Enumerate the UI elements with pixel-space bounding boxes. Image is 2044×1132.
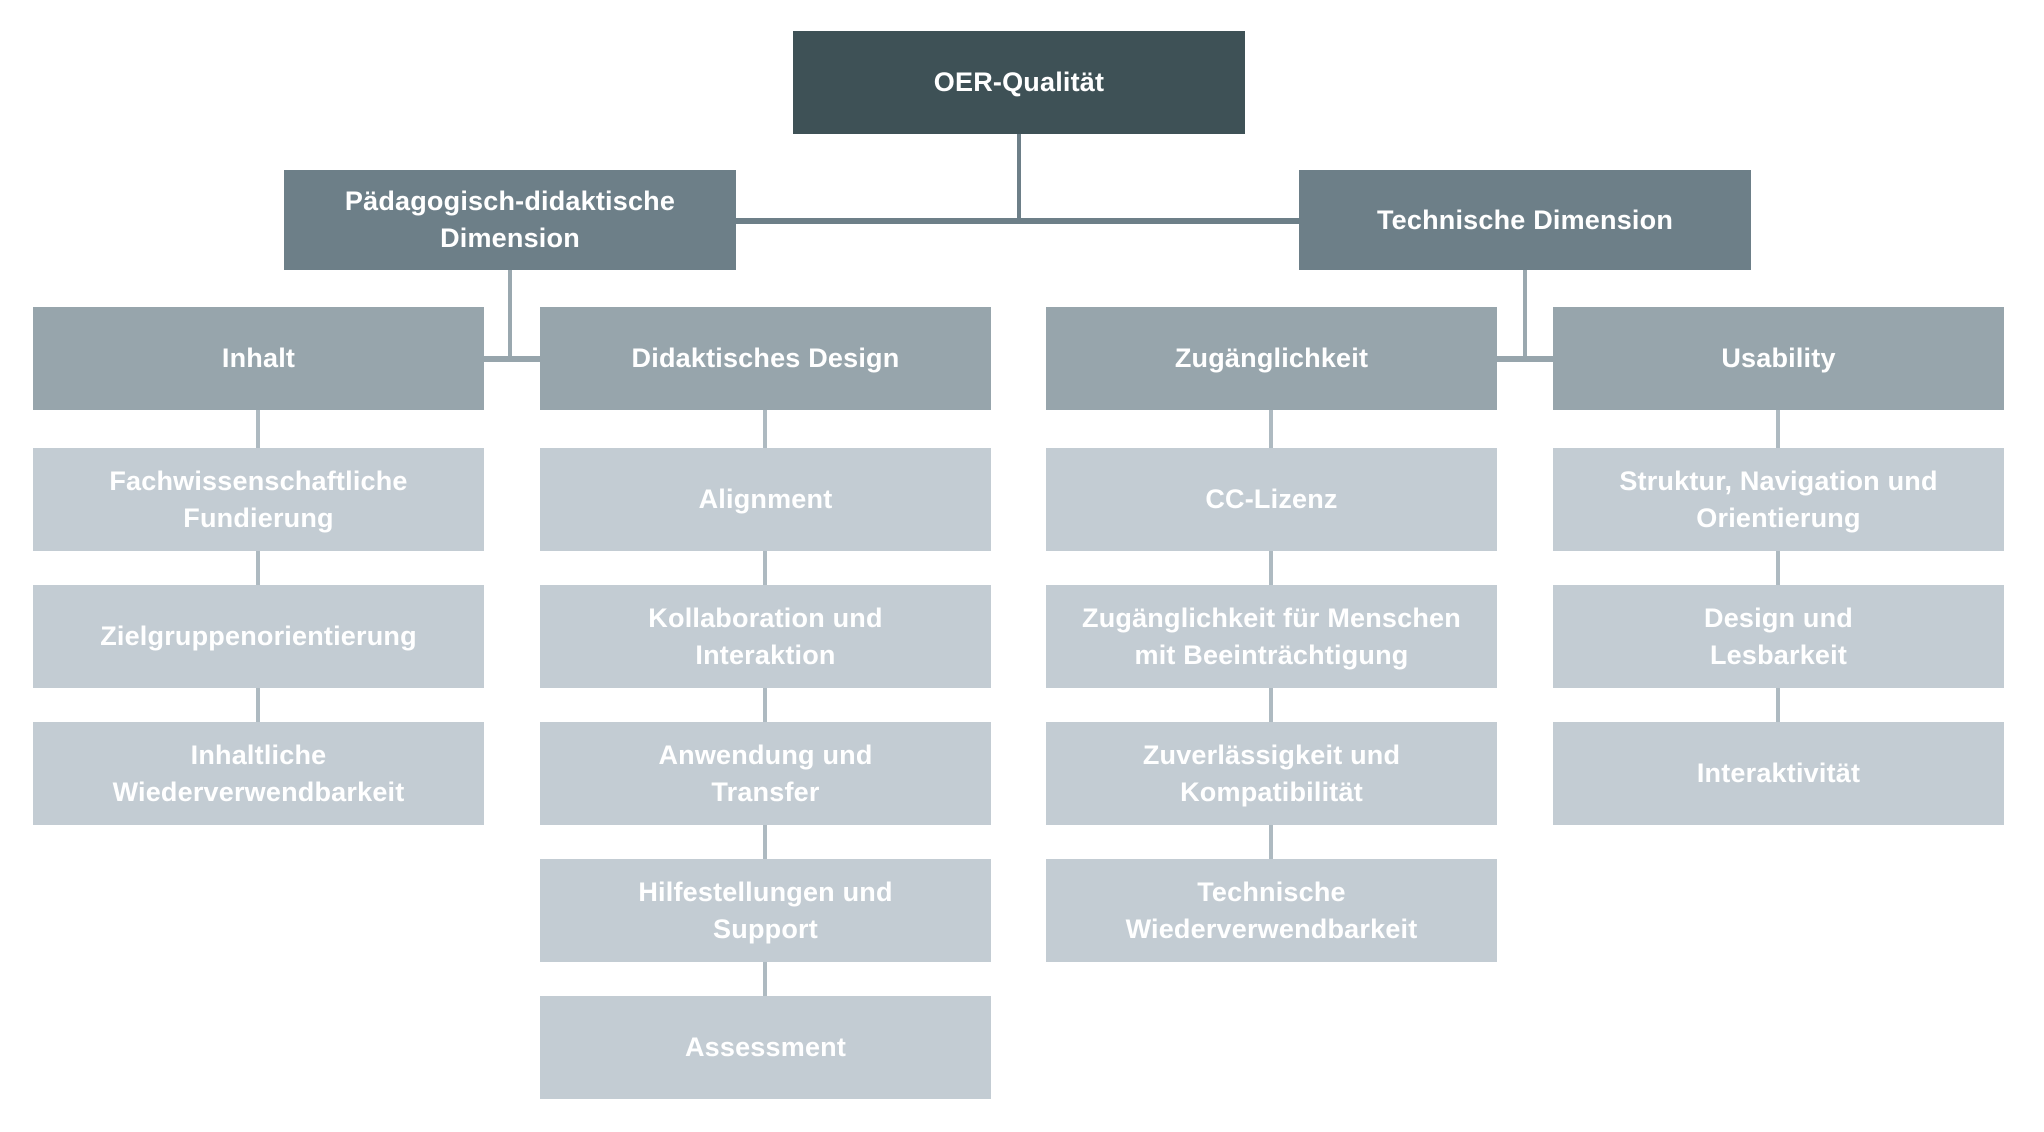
item-zugaenglichkeit-fuer-menschen: Zugänglichkeit für Menschen mit Beeinträ… (1046, 585, 1497, 688)
connector-technisch-vertical (1523, 270, 1527, 360)
item-struktur-navigation-orientierung: Struktur, Navigation und Orientierung (1553, 448, 2004, 551)
connector-stub (763, 410, 767, 448)
category-box-didaktisches-design: Didaktisches Design (540, 307, 991, 410)
item-fachwissenschaftliche-fundierung: Fachwissenschaftliche Fundierung (33, 448, 484, 551)
item-kollaboration-und-interaktion: Kollaboration und Interaktion (540, 585, 991, 688)
item-alignment: Alignment (540, 448, 991, 551)
connector-stub (1269, 551, 1273, 585)
connector-stub (1269, 688, 1273, 722)
connector-stub (1269, 825, 1273, 859)
item-interaktivitaet: Interaktivität (1553, 722, 2004, 825)
connector-stub (256, 551, 260, 585)
connector-stub (256, 410, 260, 448)
item-cc-lizenz: CC-Lizenz (1046, 448, 1497, 551)
connector-stub (1776, 551, 1780, 585)
item-hilfestellungen-und-support: Hilfestellungen und Support (540, 859, 991, 962)
dimension-box-technisch: Technische Dimension (1299, 170, 1751, 270)
item-inhaltliche-wiederverwendbarkeit: Inhaltliche Wiederverwendbarkeit (33, 722, 484, 825)
item-zuverlaessigkeit-und-kompatibilitaet: Zuverlässigkeit und Kompatibilität (1046, 722, 1497, 825)
item-zielgruppenorientierung: Zielgruppenorientierung (33, 585, 484, 688)
category-box-zugaenglichkeit: Zugänglichkeit (1046, 307, 1497, 410)
connector-stub (763, 551, 767, 585)
connector-stub (256, 688, 260, 722)
connector-technisch-horizontal (1497, 356, 1553, 362)
connector-root-vertical (1017, 134, 1021, 224)
category-box-usability: Usability (1553, 307, 2004, 410)
connector-stub (1776, 410, 1780, 448)
connector-stub (763, 962, 767, 996)
connector-stub (1776, 688, 1780, 722)
item-assessment: Assessment (540, 996, 991, 1099)
item-design-und-lesbarkeit: Design und Lesbarkeit (1553, 585, 2004, 688)
dimension-box-paedagogisch-didaktisch: Pädagogisch-didaktische Dimension (284, 170, 736, 270)
connector-stub (1269, 410, 1273, 448)
root-box-oer-qualitaet: OER-Qualität (793, 31, 1245, 134)
connector-stub (763, 825, 767, 859)
connector-paedagogisch-vertical (508, 270, 512, 360)
category-box-inhalt: Inhalt (33, 307, 484, 410)
connector-stub (763, 688, 767, 722)
connector-root-horizontal (736, 218, 1299, 224)
connector-paedagogisch-horizontal (484, 356, 540, 362)
item-technische-wiederverwendbarkeit: Technische Wiederverwendbarkeit (1046, 859, 1497, 962)
item-anwendung-und-transfer: Anwendung und Transfer (540, 722, 991, 825)
